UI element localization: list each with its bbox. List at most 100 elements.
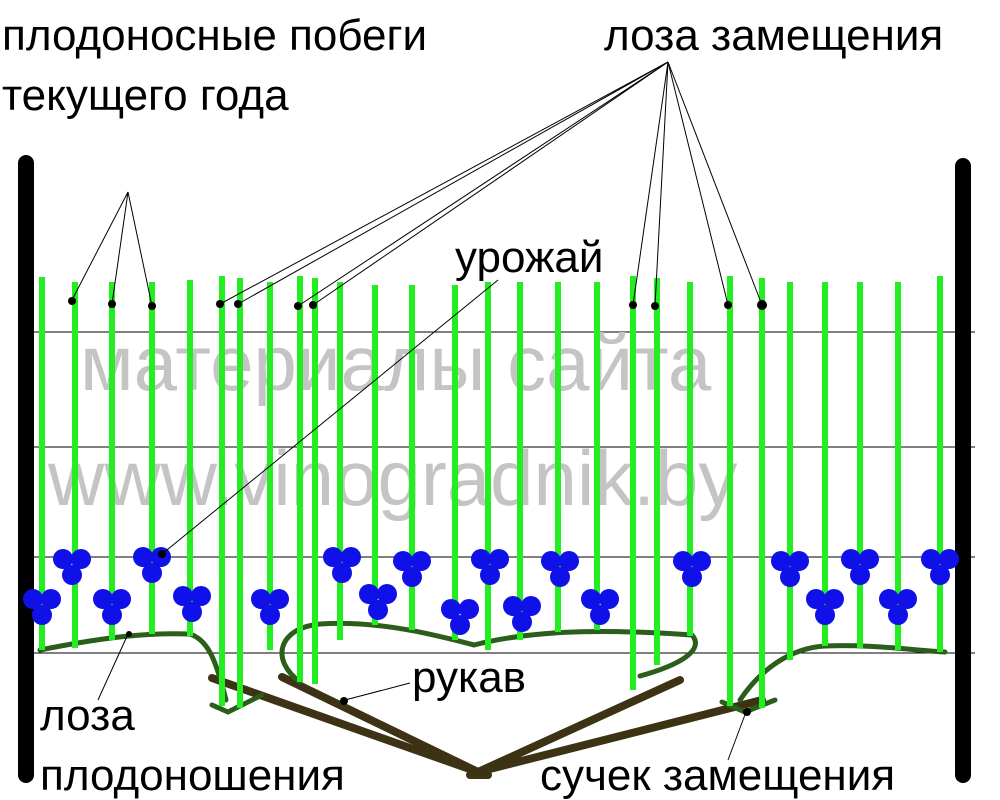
pointer-dot [216, 300, 224, 308]
fruiting-cane-center-right [471, 628, 698, 679]
pointer-dot [651, 302, 659, 310]
arm [208, 674, 482, 776]
renewal-spur-left [209, 692, 265, 715]
grape-berry [806, 589, 826, 609]
grape-berry [939, 549, 959, 569]
grape-berry [824, 589, 844, 609]
grape-berry [480, 565, 500, 585]
pointer-dot [108, 300, 116, 308]
grape-cluster [581, 589, 619, 625]
grape-cluster [133, 547, 171, 583]
grape-berry [93, 589, 113, 609]
grape-berry [559, 551, 579, 571]
grape-berry [489, 549, 509, 569]
label-renewal-spur: сучек замещения [540, 751, 895, 800]
grape-berry [41, 589, 61, 609]
grape-berry [173, 586, 193, 606]
grape-berry [581, 589, 601, 609]
label-fruiting-cane-1: лоза [40, 691, 135, 740]
harvest-grapes [23, 547, 959, 635]
pointer-line [312, 61, 669, 306]
grape-berry [62, 565, 82, 585]
vine-trunk-arms [208, 673, 766, 779]
grape-berry [550, 567, 570, 587]
grape-berry [182, 602, 202, 622]
pointer-dot [294, 302, 302, 310]
grape-berry [541, 551, 561, 571]
pointer-line [297, 61, 669, 307]
pointer-dot [148, 302, 156, 310]
grape-berry [673, 551, 693, 571]
pointer-line [237, 61, 669, 305]
grape-berry [53, 549, 73, 569]
label-fruiting-shoots-2: текущего года [2, 71, 289, 120]
grape-berry [191, 586, 211, 606]
pointer-line [344, 682, 411, 701]
grape-cluster [806, 589, 844, 625]
pointer-line [632, 61, 669, 306]
pointer-line [97, 633, 129, 701]
grape-berry [815, 605, 835, 625]
pointer-line [727, 711, 747, 761]
grape-cluster [471, 549, 509, 585]
grape-berry [859, 549, 879, 569]
grape-cluster [841, 549, 879, 585]
grape-cluster [441, 599, 479, 635]
grape-berry [780, 567, 800, 587]
grape-berry [142, 563, 162, 583]
grape-berry [71, 549, 91, 569]
grape-berry [441, 599, 461, 619]
label-fruiting-cane-2: плодоношения [40, 751, 345, 800]
grape-cluster [251, 589, 289, 625]
grape-berry [323, 547, 343, 567]
grape-berry [377, 584, 397, 604]
pointer-lines [71, 61, 763, 761]
pointer-dots [68, 297, 767, 716]
grape-cluster [673, 551, 711, 587]
grape-cluster [541, 551, 579, 587]
grape-cluster [921, 549, 959, 585]
pointer-dot [126, 631, 132, 637]
fruiting-cane-center-left [279, 620, 477, 685]
grape-berry [521, 596, 541, 616]
grape-cluster [503, 596, 541, 632]
pointer-line [161, 279, 499, 555]
pointer-dot [234, 300, 242, 308]
grape-cluster [53, 549, 91, 585]
fruiting-cane-right [737, 643, 948, 703]
grape-berry [590, 605, 610, 625]
grape-berry [411, 551, 431, 571]
pointer-line [667, 61, 729, 306]
label-fruiting-shoots-1: плодоносные побеги [2, 11, 427, 60]
pointer-line [127, 191, 153, 307]
grape-berry [503, 596, 523, 616]
grape-cluster [771, 551, 809, 587]
grape-berry [879, 589, 899, 609]
pointer-dot [68, 297, 76, 305]
grape-berry [450, 615, 470, 635]
pointer-line [111, 191, 129, 305]
grape-cluster [323, 547, 361, 583]
grape-berry [682, 567, 702, 587]
grape-berry [599, 589, 619, 609]
grape-berry [402, 567, 422, 587]
pointer-line [71, 191, 129, 301]
fruiting-cane-left [37, 631, 229, 703]
pointer-line [667, 61, 763, 306]
grape-berry [771, 551, 791, 571]
arm [278, 673, 482, 776]
left-post [18, 155, 34, 783]
pointer-dot [629, 301, 637, 309]
label-arm: рукав [412, 653, 526, 702]
watermark-line2: www.vinogradnik.by [47, 434, 737, 522]
grape-berry [789, 551, 809, 571]
right-post [955, 158, 971, 783]
grape-berry [133, 547, 153, 567]
label-harvest: урожай [455, 233, 603, 282]
grape-berry [23, 589, 43, 609]
grape-berry [32, 605, 52, 625]
grape-berry [459, 599, 479, 619]
grape-berry [359, 584, 379, 604]
pointer-dot [724, 301, 732, 309]
